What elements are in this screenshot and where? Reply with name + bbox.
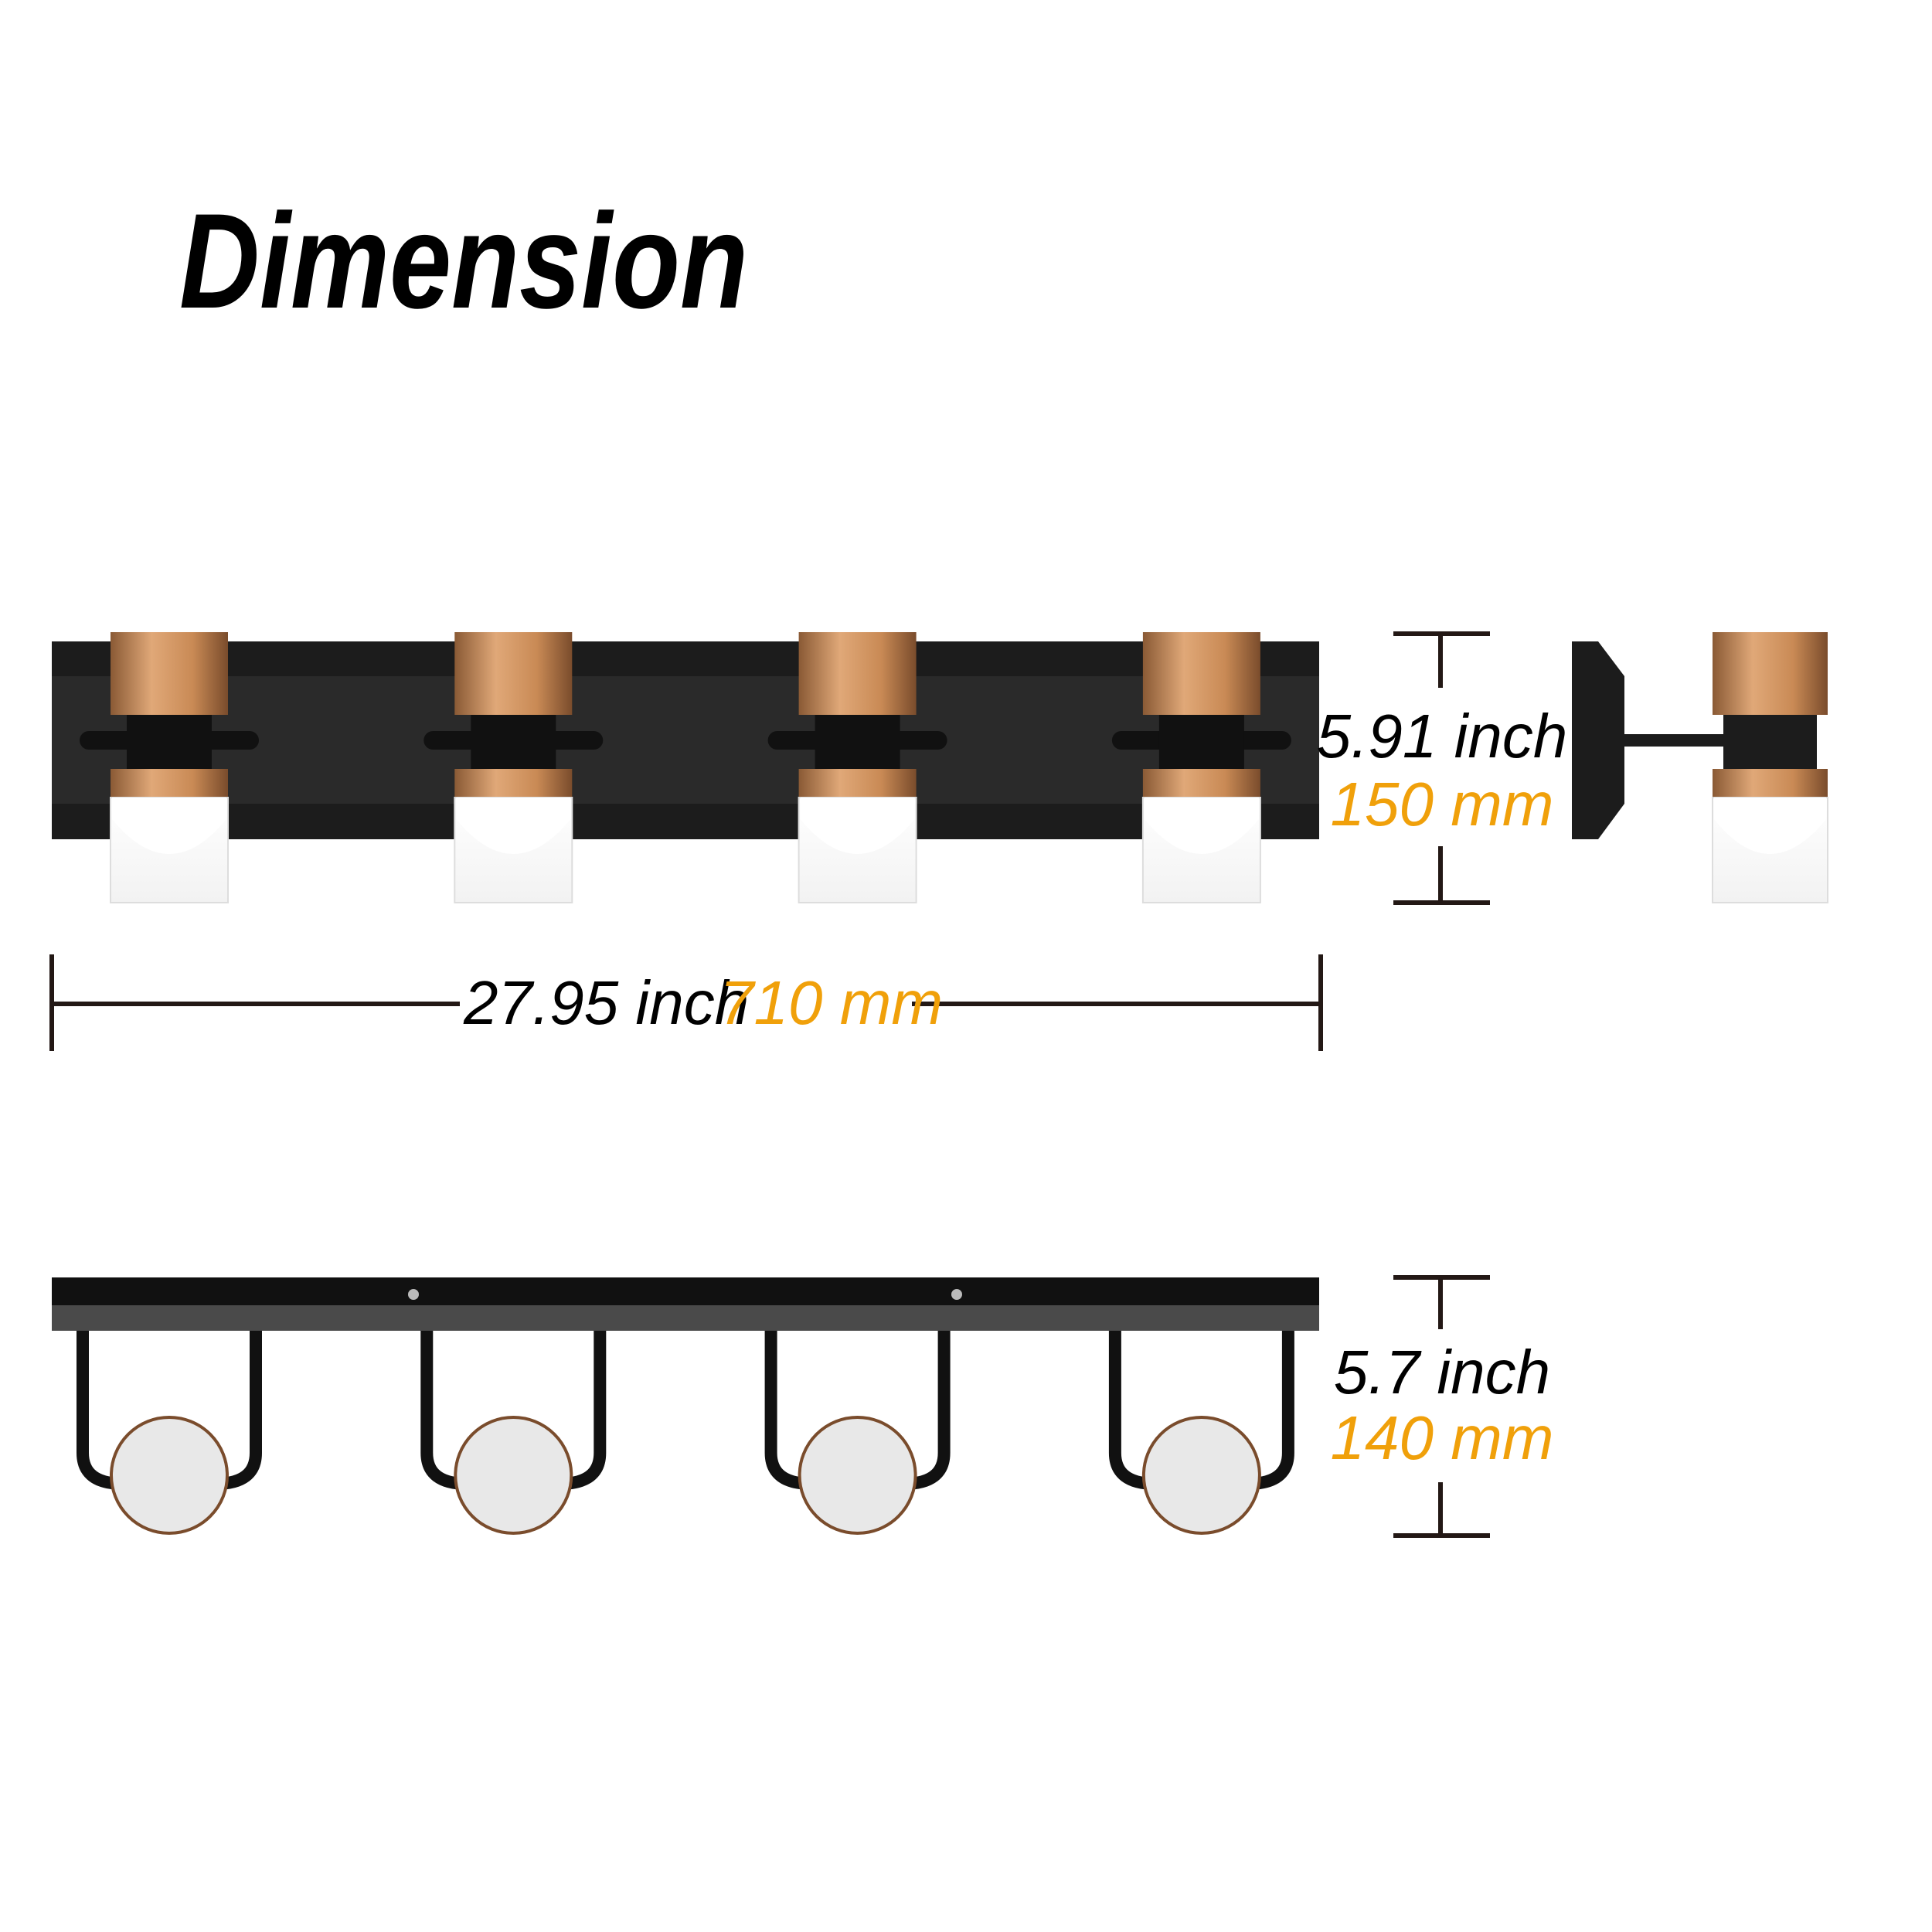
light-fixture-bottom [764, 1331, 951, 1535]
width-dimension [49, 954, 1323, 1051]
light-fixture [1111, 632, 1291, 903]
light-fixture-bottom [420, 1331, 607, 1535]
width-inch-label: 27.95 inch [463, 968, 749, 1037]
depth-inch-label: 5.7 inch [1334, 1338, 1550, 1406]
width-mm-label: 710 mm [719, 968, 943, 1037]
light-fixture [80, 632, 259, 903]
light-fixture [423, 632, 604, 903]
depth-mm-label: 140 mm [1331, 1403, 1554, 1472]
side-view [1572, 632, 1828, 903]
light-fixture-bottom [1108, 1331, 1294, 1535]
front-view [52, 632, 1319, 903]
bottom-view [52, 1277, 1319, 1535]
height-dimension [1393, 631, 1490, 905]
page-title: Dimension [179, 186, 748, 337]
light-fixture-bottom [77, 1331, 262, 1535]
height-inch-label: 5.91 inch [1317, 702, 1568, 770]
depth-dimension [1393, 1275, 1490, 1538]
light-fixture [767, 632, 947, 903]
height-mm-label: 150 mm [1331, 770, 1554, 838]
